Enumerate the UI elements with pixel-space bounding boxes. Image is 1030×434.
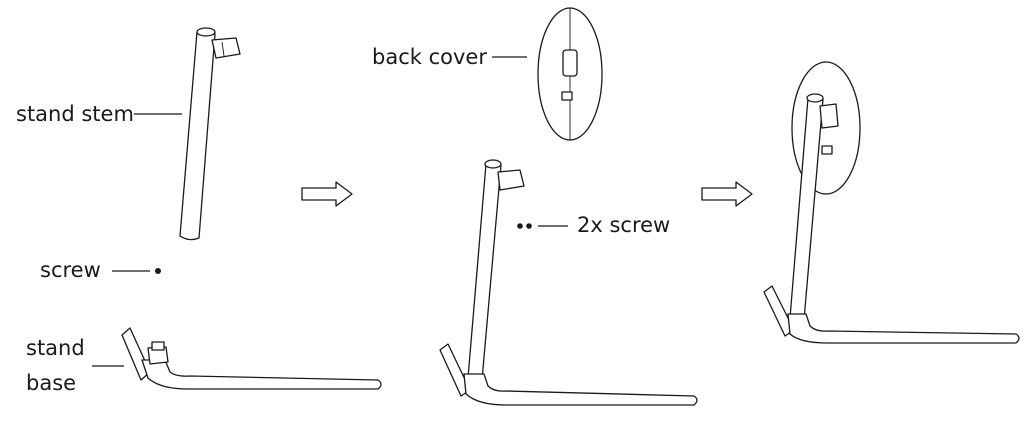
step-3 xyxy=(763,61,1020,344)
screw-part xyxy=(155,268,161,274)
two-screws-part xyxy=(517,223,532,229)
stand-stem-part xyxy=(179,27,241,241)
step-arrow-1 xyxy=(301,181,353,207)
stand-base-part xyxy=(121,327,382,390)
step-2: back cover 2x screw xyxy=(372,7,698,406)
assembled-stand-final xyxy=(763,61,1020,344)
stand-base-label-line2: base xyxy=(26,371,76,395)
stand-stem-label: stand stem xyxy=(16,102,134,126)
assembled-stand-step2 xyxy=(439,159,698,406)
back-cover-part xyxy=(537,7,603,141)
step-1: stand stem screw stand base xyxy=(16,27,382,395)
screw-label: screw xyxy=(40,258,101,282)
step-arrow-2 xyxy=(701,181,753,207)
back-cover-label: back cover xyxy=(372,45,487,69)
two-screws-label: 2x screw xyxy=(577,213,670,237)
stand-base-label-line1: stand xyxy=(26,336,85,360)
